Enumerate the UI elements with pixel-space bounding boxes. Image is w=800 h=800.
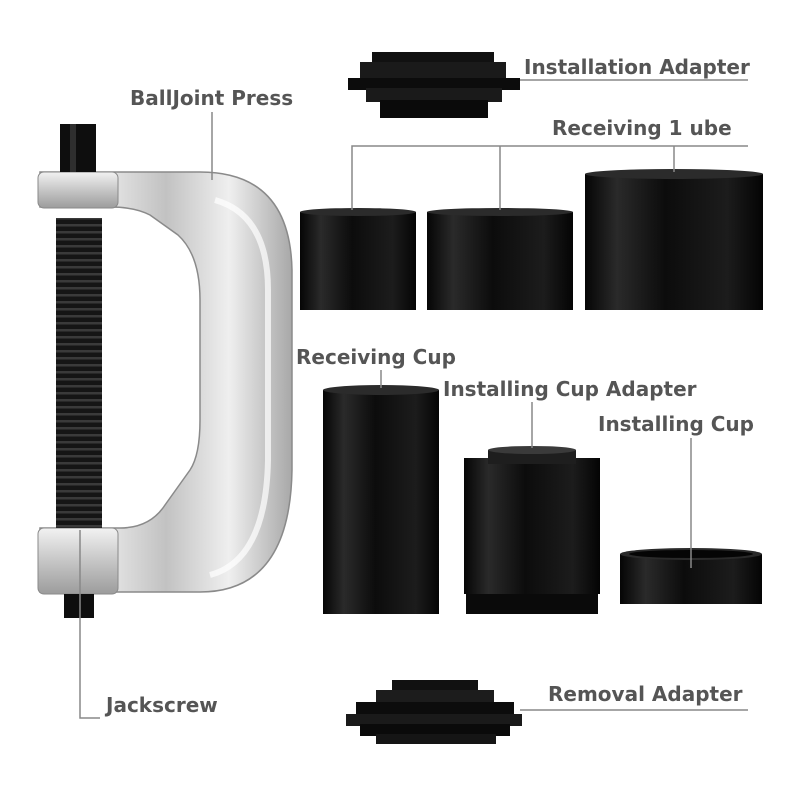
label-receiving-tube: Receiving 1 ube (552, 116, 732, 140)
receiving-tube-medium (427, 208, 573, 310)
jackscrew-thread (56, 218, 102, 528)
jackscrew-hex-highlight (70, 124, 76, 172)
label-balljoint-press: BallJoint Press (130, 86, 293, 110)
leader-receiving-tube (351, 145, 748, 210)
leader-lines (79, 79, 748, 719)
label-installing-cup: Installing Cup (598, 412, 754, 436)
press-lower-boss (37, 527, 119, 595)
leader-jackscrew (79, 530, 100, 719)
label-removal-adapter: Removal Adapter (548, 682, 743, 706)
label-jackscrew: Jackscrew (104, 693, 218, 717)
jackscrew-hex-head (60, 124, 96, 172)
press-upper-boss (37, 171, 119, 209)
label-receiving-cup: Receiving Cup (296, 345, 456, 369)
press-frame-highlight (209, 197, 271, 578)
label-installing-cup-adapter: Installing Cup Adapter (443, 377, 697, 401)
balljoint-press (37, 124, 293, 618)
installation-adapter (348, 52, 520, 118)
label-installation-adapter: Installation Adapter (524, 55, 750, 79)
removal-adapter (346, 680, 522, 744)
installing-cup-adapter (464, 446, 600, 614)
jackscrew-tip (64, 594, 94, 618)
receiving-cup (323, 385, 439, 614)
receiving-tube-small (300, 208, 416, 310)
receiving-tube-large (585, 169, 763, 310)
press-frame (39, 171, 293, 593)
